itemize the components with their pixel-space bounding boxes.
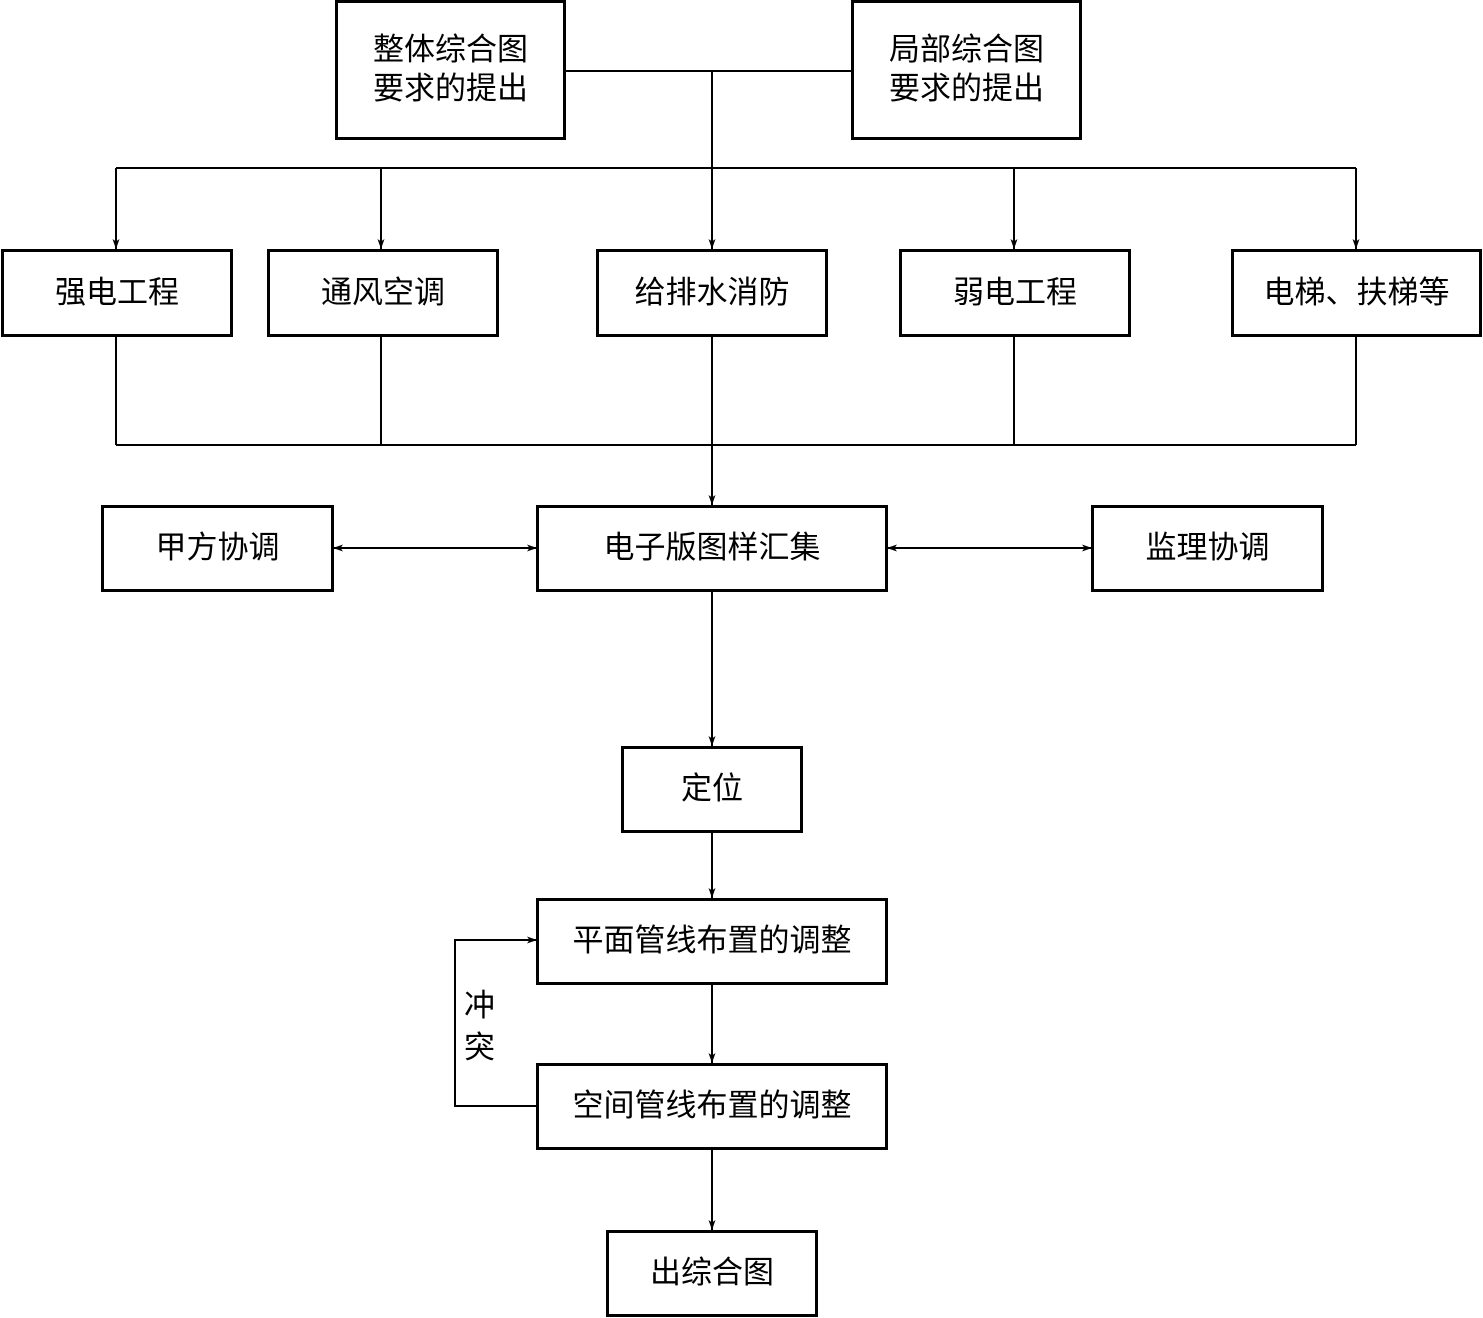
drawing-collection-box: 电子版图样汇集: [536, 505, 888, 592]
drawing-collection-label: 电子版图样汇集: [603, 530, 821, 566]
hvac-box: 通风空调: [267, 249, 499, 337]
overall-request-line2: 要求的提出: [373, 71, 528, 107]
owner-coord-label: 甲方协调: [155, 530, 280, 566]
water-fire-label: 给排水消防: [634, 274, 790, 311]
elevator-label: 电梯、扶梯等: [1263, 274, 1450, 311]
strong-electric-box: 强电工程: [1, 249, 233, 337]
overall-request-box: 整体综合图 要求的提出: [335, 0, 566, 140]
conflict-feedback-arrow: [454, 936, 537, 1107]
hvac-label: 通风空调: [321, 274, 445, 311]
space-adjust-box: 空间管线布置的调整: [536, 1063, 888, 1150]
positioning-box: 定位: [621, 746, 803, 833]
conflict-char1: 冲: [464, 988, 495, 1024]
partial-request-box: 局部综合图 要求的提出: [851, 0, 1082, 140]
strong-electric-label: 强电工程: [55, 274, 179, 311]
partial-request-line1: 局部综合图: [889, 32, 1044, 68]
elevator-box: 电梯、扶梯等: [1231, 249, 1482, 337]
owner-coord-box: 甲方协调: [101, 505, 334, 592]
final-drawing-label: 出综合图: [650, 1255, 774, 1291]
conflict-char2: 突: [464, 1030, 495, 1066]
final-drawing-box: 出综合图: [606, 1230, 818, 1317]
conflict-label: 冲 突: [464, 985, 495, 1069]
partial-request-line2: 要求的提出: [889, 71, 1044, 107]
space-adjust-label: 空间管线布置的调整: [572, 1088, 852, 1124]
weak-electric-box: 弱电工程: [899, 249, 1131, 337]
plane-adjust-label: 平面管线布置的调整: [572, 923, 852, 959]
water-fire-box: 给排水消防: [596, 249, 828, 337]
plane-adjust-box: 平面管线布置的调整: [536, 898, 888, 985]
positioning-label: 定位: [681, 771, 743, 807]
supervision-coord-box: 监理协调: [1091, 505, 1324, 592]
supervision-coord-label: 监理协调: [1145, 530, 1270, 566]
weak-electric-label: 弱电工程: [953, 274, 1077, 311]
overall-request-line1: 整体综合图: [373, 32, 528, 68]
